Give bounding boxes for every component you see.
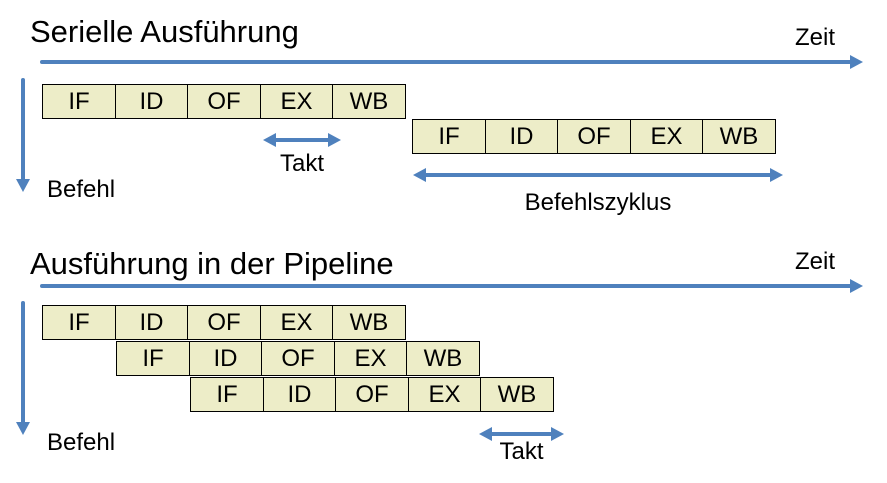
pipeline-clock-label: Takt xyxy=(499,438,544,465)
arrow-head-right-icon xyxy=(328,133,341,147)
serial-cycle-span-arrow xyxy=(413,168,783,182)
stage-cell-of: OF xyxy=(335,377,409,412)
arrow-head-left-icon xyxy=(263,133,276,147)
pipeline-instruction-arrow xyxy=(16,301,30,435)
serial-clock-span-arrow xyxy=(263,133,341,147)
stage-cell-id: ID xyxy=(188,341,263,376)
arrow-head-left-icon xyxy=(479,427,492,441)
serial-time-label: Zeit xyxy=(795,24,836,51)
stage-cell-if: IF xyxy=(42,84,116,119)
stage-cell-id: ID xyxy=(262,377,337,412)
serial-instruction-label: Befehl xyxy=(47,176,116,203)
stage-cell-ex: EX xyxy=(407,377,482,412)
arrow-head-right-icon xyxy=(551,427,564,441)
arrow-head-right-icon xyxy=(770,168,783,182)
arrow-head-down-icon xyxy=(16,179,30,192)
arrow-head-left-icon xyxy=(413,168,426,182)
pipeline-clock-span-arrow xyxy=(479,427,564,441)
serial-clock-label: Takt xyxy=(279,150,324,177)
stage-cell-if: IF xyxy=(190,377,264,412)
arrow-head-right-icon xyxy=(850,279,863,293)
stage-cell-id: ID xyxy=(484,119,559,154)
pipeline-section-title: Ausführung in der Pipeline xyxy=(30,246,394,281)
stage-cell-of: OF xyxy=(557,119,631,154)
stage-cell-wb: WB xyxy=(406,341,480,376)
stage-cell-ex: EX xyxy=(259,305,334,340)
stage-cell-ex: EX xyxy=(333,341,408,376)
stage-cell-if: IF xyxy=(412,119,486,154)
stage-cell-ex: EX xyxy=(259,84,334,119)
stage-cell-id: ID xyxy=(114,305,189,340)
stage-cell-id: ID xyxy=(114,84,189,119)
stage-cell-of: OF xyxy=(261,341,335,376)
stage-cell-if: IF xyxy=(116,341,190,376)
stage-cell-wb: WB xyxy=(332,305,406,340)
serial-instruction-arrow xyxy=(16,78,30,192)
arrow-head-right-icon xyxy=(850,55,863,69)
pipeline-instruction-label: Befehl xyxy=(47,429,116,456)
arrow-head-down-icon xyxy=(16,422,30,435)
pipeline-time-arrow xyxy=(40,279,863,293)
stage-cell-of: OF xyxy=(187,305,261,340)
serial-time-arrow xyxy=(40,55,863,69)
stage-cell-ex: EX xyxy=(629,119,704,154)
serial-section-title: Serielle Ausführung xyxy=(30,14,299,49)
stage-cell-if: IF xyxy=(42,305,116,340)
stage-cell-wb: WB xyxy=(332,84,406,119)
stage-cell-wb: WB xyxy=(702,119,776,154)
stage-cell-of: OF xyxy=(187,84,261,119)
serial-cycle-label: Befehlszyklus xyxy=(524,189,672,216)
pipeline-time-label: Zeit xyxy=(795,248,836,275)
stage-cell-wb: WB xyxy=(480,377,554,412)
